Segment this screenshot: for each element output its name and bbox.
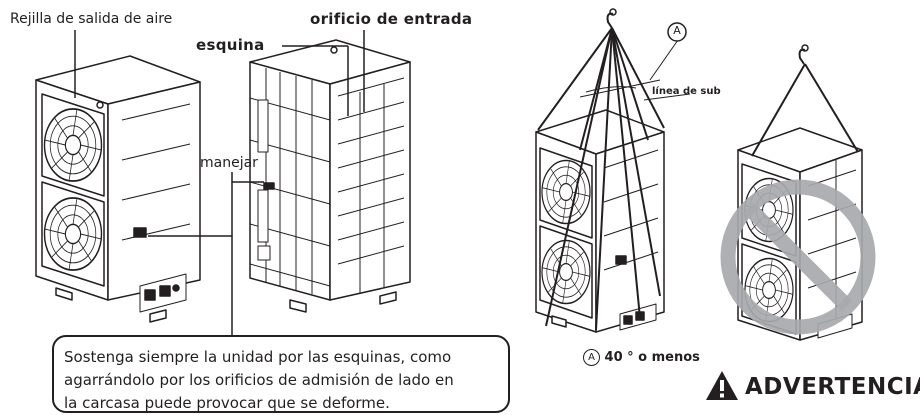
single-rope-lift <box>751 44 859 157</box>
unit-lifted-correctly <box>535 109 665 333</box>
warning-triangle-icon <box>705 370 739 405</box>
label-handle: manejar <box>200 155 258 171</box>
label-corner: esquina <box>196 36 265 54</box>
callout-line-2: agarrándolo por los orificios de admisió… <box>64 371 454 389</box>
unit-rear-view <box>249 39 411 313</box>
callout-line-3: la carcasa puede provocar que se deforme… <box>64 394 390 412</box>
marker-a-circle <box>667 22 687 42</box>
warning-banner: ADVERTENCIA <box>705 370 920 405</box>
prohibited-icon <box>720 179 876 335</box>
angle-note-text: 40 ° o menos <box>604 350 700 365</box>
marker-a-label: A <box>673 24 681 37</box>
angle-note: A 40 ° o menos <box>583 349 700 366</box>
lifting-slings <box>537 8 691 331</box>
callout-line-1: Sostenga siempre la unidad por las esqui… <box>64 348 452 366</box>
label-air-outlet-grille: Rejilla de salida de aire <box>10 11 173 27</box>
unit-front-view <box>35 55 201 323</box>
warning-text: ADVERTENCIA <box>745 374 920 400</box>
label-inlet-opening: orificio de entrada <box>310 10 473 28</box>
instruction-callout: Sostenga siempre la unidad por las esqui… <box>52 335 510 413</box>
label-sub-line: línea de sub <box>652 86 721 97</box>
leader-lines <box>74 30 365 335</box>
angle-note-marker: A <box>583 349 600 366</box>
